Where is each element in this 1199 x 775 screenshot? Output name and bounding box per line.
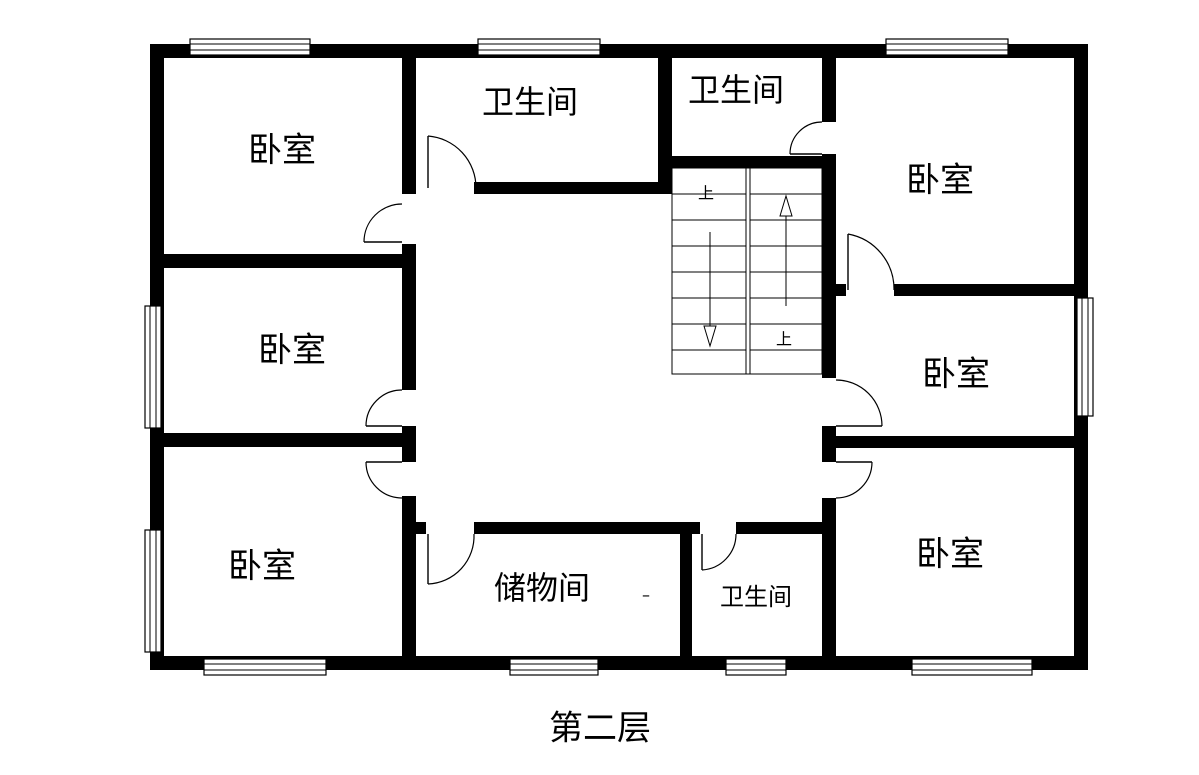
wall-bottom-rooms-top-c <box>736 522 836 534</box>
wall-left-corridor-d <box>402 496 416 670</box>
window-bottom-4 <box>911 658 1033 676</box>
wall-left-room-divider-2 <box>150 433 414 447</box>
door-bedroom-top-left <box>363 203 403 243</box>
window-top-1 <box>189 38 311 56</box>
room-label-bedroom-top-left: 卧室 <box>248 131 316 171</box>
door-storage-room <box>427 533 475 585</box>
wall-stair-top <box>672 156 834 168</box>
storage-mark: – <box>642 586 650 605</box>
staircase: 上 上 <box>671 167 823 375</box>
room-label-bedroom-middle-right: 卧室 <box>922 355 990 395</box>
doors <box>363 121 895 585</box>
window-left-1 <box>144 305 162 429</box>
stair-up-label-left: 上 <box>698 184 714 203</box>
wall-right-corridor-a <box>822 44 836 122</box>
room-label-bathroom-bottom: 卫生间 <box>720 583 792 611</box>
door-bedroom-top-right <box>847 233 895 291</box>
wall-right-corridor-c <box>822 426 836 462</box>
room-labels: 卧室 卫生间 卫生间 卧室 卧室 卧室 卧室 储物间 – 卫生间 卧室 <box>228 71 990 611</box>
stair-up-label-right: 上 <box>776 330 792 349</box>
wall-right-room-divider-1-stub <box>822 284 846 296</box>
outer-wall-bottom <box>150 656 1088 670</box>
window-left-2 <box>144 529 162 653</box>
door-bathroom-bottom <box>701 533 737 571</box>
wall-storage-bath-divider <box>680 522 692 670</box>
door-bedroom-middle-left <box>365 389 403 427</box>
windows <box>144 38 1094 676</box>
stair-arrow-up-icon <box>779 194 793 306</box>
stair-arrow-down-icon <box>703 232 717 348</box>
room-label-bedroom-bottom-right: 卧室 <box>916 535 984 575</box>
window-right-1 <box>1076 297 1094 417</box>
window-bottom-2 <box>509 658 599 676</box>
door-bedroom-bottom-left <box>365 461 403 499</box>
wall-top-bath-bottom <box>474 182 668 194</box>
window-top-3 <box>885 38 1009 56</box>
window-bottom-3 <box>725 658 787 676</box>
wall-bottom-rooms-top-b <box>474 522 700 534</box>
room-label-bedroom-middle-left: 卧室 <box>258 331 326 371</box>
room-label-storage-room: 储物间 <box>494 569 590 607</box>
floor-title: 第二层 <box>549 709 651 749</box>
door-bathroom-top-middle <box>427 135 477 189</box>
wall-left-corridor-a <box>402 44 416 194</box>
window-bottom-1 <box>203 658 327 676</box>
window-top-2 <box>477 38 601 56</box>
wall-top-bath-divider <box>658 44 672 194</box>
wall-right-room-divider-2 <box>822 436 1088 448</box>
room-label-bathroom-top-middle: 卫生间 <box>482 83 578 121</box>
room-label-bedroom-bottom-left: 卧室 <box>228 547 296 587</box>
room-label-bedroom-top-right: 卧室 <box>906 161 974 201</box>
wall-left-room-divider-1 <box>150 254 414 268</box>
wall-left-corridor-c <box>402 426 416 462</box>
wall-right-room-divider-1 <box>894 284 1088 296</box>
wall-bottom-rooms-top-a <box>402 522 426 534</box>
door-bedroom-middle-right <box>835 379 883 427</box>
wall-left-corridor-b <box>402 244 416 390</box>
wall-right-corridor-b <box>822 154 836 378</box>
outer-wall-top <box>150 44 1088 58</box>
door-bathroom-top-right <box>789 121 823 155</box>
room-label-bathroom-top-right: 卫生间 <box>688 71 784 109</box>
door-bedroom-bottom-right <box>835 461 873 499</box>
wall-right-corridor-d <box>822 498 836 670</box>
